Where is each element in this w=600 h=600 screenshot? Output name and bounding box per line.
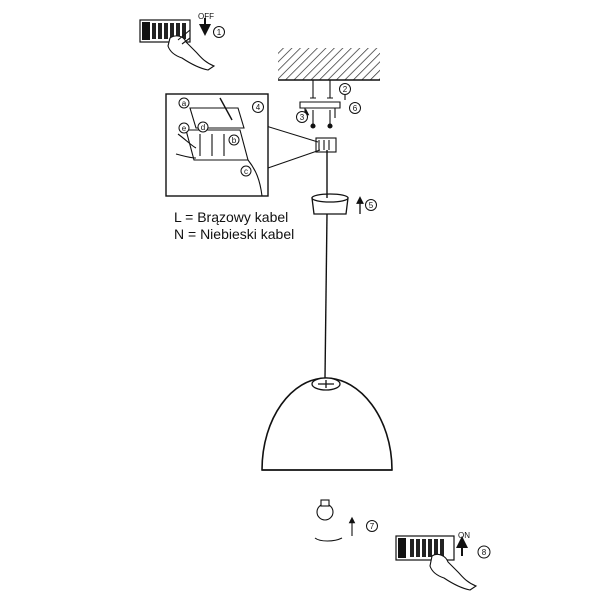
wall-switch-on-illustration: ON 8	[395, 531, 491, 591]
light-bulb-icon	[314, 499, 356, 542]
suspension-cable-lower	[324, 213, 328, 379]
off-label: OFF	[198, 12, 214, 21]
svg-text:1: 1	[217, 28, 222, 37]
svg-text:6: 6	[353, 104, 358, 113]
detail-label-d: d	[201, 123, 205, 132]
step-8-badge: 8	[477, 545, 491, 559]
wiring-detail-inset: 4 a b c d e	[165, 93, 321, 197]
legend-line-neutral: N = Niebieski kabel	[174, 226, 295, 242]
detail-label-e: e	[182, 124, 187, 133]
hand-icon	[167, 29, 216, 71]
step-2-badge: 2	[339, 83, 351, 95]
ceiling	[278, 48, 380, 81]
step-3-badge: 3	[296, 111, 308, 123]
step-5-badge: 5	[365, 199, 377, 211]
svg-text:7: 7	[370, 522, 375, 531]
svg-text:2: 2	[343, 85, 348, 94]
legend-line-live: L = Brązowy kabel	[174, 209, 289, 225]
detail-label-c: c	[244, 167, 248, 176]
hand-icon	[429, 553, 478, 591]
detail-label-b: b	[232, 136, 237, 145]
detail-label-a: a	[182, 99, 187, 108]
svg-text:3: 3	[300, 113, 305, 122]
step-4-badge: 4	[256, 103, 261, 112]
svg-text:8: 8	[482, 548, 487, 557]
wire-color-legend: L = Brązowy kabel N = Niebieski kabel	[174, 209, 294, 243]
step-7-badge: 7	[366, 520, 378, 532]
svg-text:5: 5	[369, 201, 374, 210]
mounting-hardware	[299, 80, 349, 153]
step-6-badge: 6	[349, 102, 361, 114]
pendant-lamp-shade	[261, 377, 393, 471]
canopy	[311, 193, 364, 215]
on-label: ON	[458, 531, 470, 540]
step-1-badge: 1	[213, 26, 225, 38]
wall-switch-off-illustration: OFF 1	[139, 12, 225, 71]
